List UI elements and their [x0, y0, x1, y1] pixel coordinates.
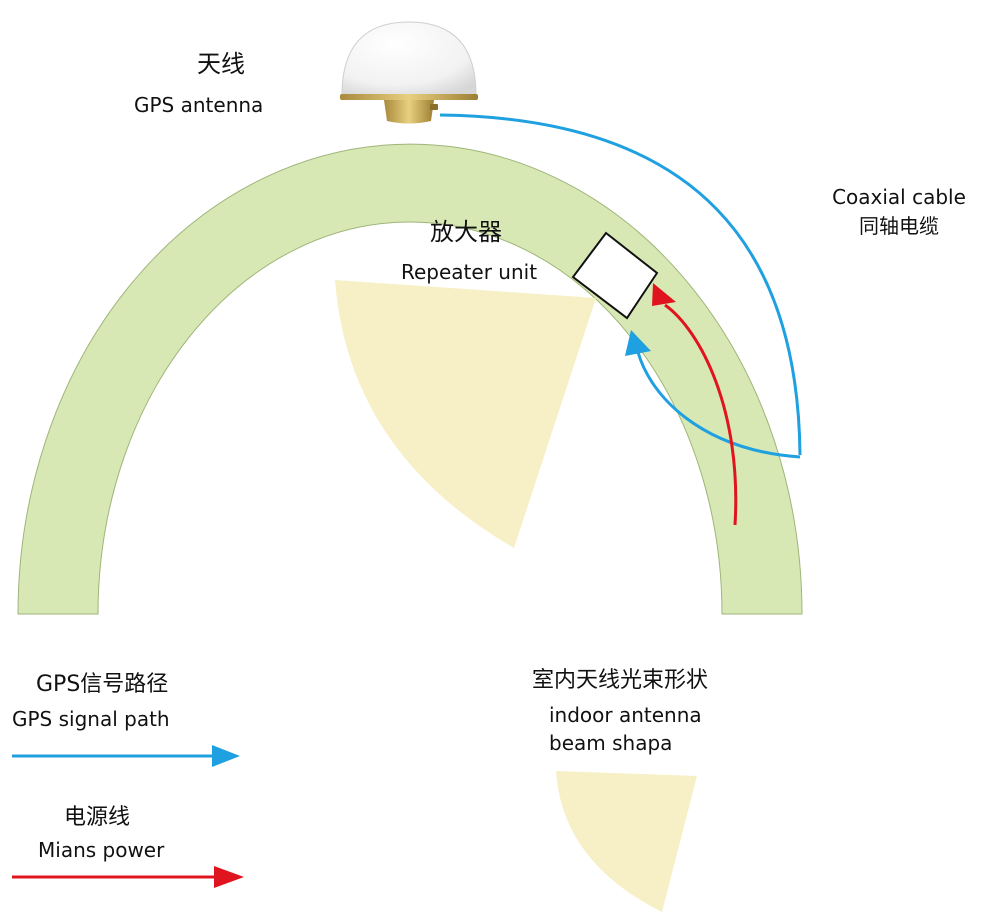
cable-label-zh: 同轴电缆	[859, 214, 939, 238]
cable-label-en: Coaxial cable	[832, 185, 966, 209]
beam-label-en-line1: indoor antenna	[549, 703, 702, 727]
repeater-label-zh: 放大器	[430, 218, 502, 246]
gps-antenna-icon	[340, 21, 478, 124]
legend-signal-label-en: GPS signal path	[12, 707, 170, 731]
mains-power-arrowhead	[652, 283, 676, 306]
coaxial-cable	[439, 113, 802, 456]
antenna-label-zh: 天线	[197, 50, 245, 78]
legend-power-label-zh: 电源线	[64, 805, 131, 830]
indoor-beam-shape	[335, 280, 596, 548]
gps-signal-arrowhead	[625, 330, 651, 356]
legend-signal-label-zh: GPS信号路径	[36, 672, 169, 697]
legend-signal-arrow-icon	[12, 745, 240, 767]
legend-power-arrow-icon	[12, 866, 244, 888]
beam-label-zh: 室内天线光束形状	[532, 668, 709, 693]
mains-power-line	[664, 303, 738, 526]
beam-label-en-line2: beam shapa	[549, 731, 673, 755]
legend-beam-shape-icon	[556, 771, 697, 912]
antenna-label-en: GPS antenna	[134, 93, 264, 117]
repeater-unit	[571, 231, 659, 320]
legend-power-label-en: Mians power	[38, 838, 165, 862]
repeater-label-en: Repeater unit	[401, 260, 538, 284]
gps-signal-path	[636, 351, 801, 459]
